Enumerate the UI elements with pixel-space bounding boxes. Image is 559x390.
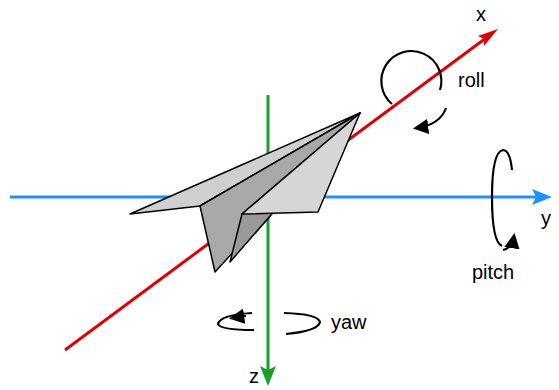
axis-label: y [541, 208, 551, 228]
z-axis [267, 95, 270, 370]
rotation-label: yaw [331, 312, 367, 332]
pitch-arrow [492, 150, 514, 250]
x-arrowhead [478, 29, 498, 46]
rotation-label: pitch [472, 262, 514, 282]
x-axis [65, 38, 486, 350]
yaw-arrow [218, 313, 320, 334]
rotation-label: roll [458, 70, 485, 90]
roll-arrow [381, 51, 446, 128]
paper-plane [130, 113, 360, 272]
y-arrowhead [532, 189, 552, 205]
z-arrowhead [260, 366, 276, 386]
axis-label: z [249, 366, 259, 386]
axis-label: x [476, 4, 486, 24]
